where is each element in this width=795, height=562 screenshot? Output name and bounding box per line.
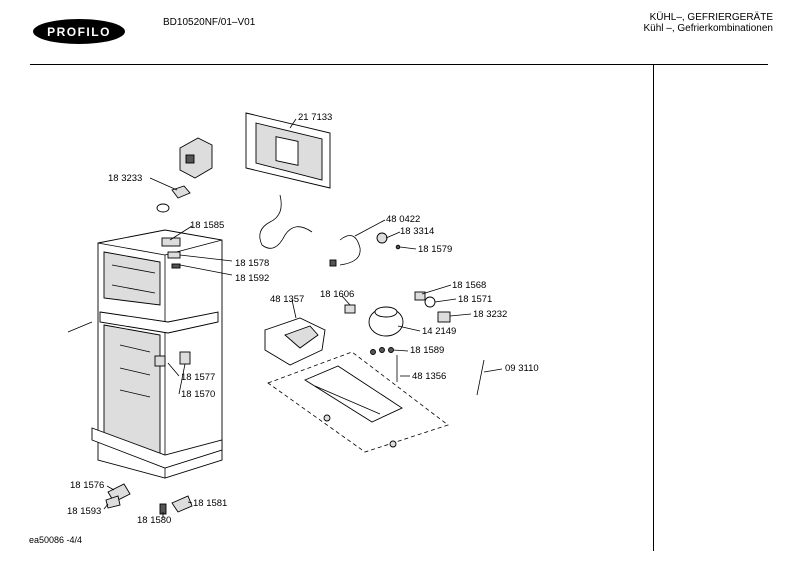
- label-093110: 09 3110: [505, 363, 539, 374]
- compressor-start-parts: [414, 291, 451, 323]
- label-181589: 18 1589: [410, 345, 444, 356]
- category-heading: KÜHL–, GEFRIERGERÄTE Kühl –, Gefrierkomb…: [643, 12, 773, 34]
- label-181593: 18 1593: [67, 506, 101, 517]
- label-481357: 48 1357: [270, 294, 304, 305]
- label-181571: 18 1571: [458, 294, 492, 305]
- footer-page-reference: ea50086 -4/4: [29, 535, 83, 545]
- leader-lines: [103, 118, 503, 518]
- fridge-cabinet: [91, 229, 223, 479]
- compressor-mount-tray: [264, 317, 326, 366]
- lamp-holder-part: [156, 185, 191, 213]
- category-line-1: KÜHL–, GEFRIERGERÄTE: [649, 12, 773, 23]
- relay-small-parts: [376, 232, 401, 250]
- label-181568: 18 1568: [452, 280, 486, 291]
- label-181592: 18 1592: [235, 273, 269, 284]
- label-142149: 14 2149: [422, 326, 456, 337]
- label-183314: 18 3314: [400, 226, 434, 237]
- category-line-2: Kühl –, Gefrierkombinationen: [643, 23, 773, 34]
- label-181606: 18 1606: [320, 289, 354, 300]
- compressor: [368, 306, 404, 355]
- label-181577: 18 1577: [181, 372, 215, 383]
- control-housing: [179, 137, 213, 179]
- clamp-part: [344, 304, 356, 314]
- evaporator-back-panel: [245, 112, 331, 189]
- bottom-hinge-parts: [105, 483, 193, 515]
- label-181570: 18 1570: [181, 389, 215, 400]
- label-181585: 18 1585: [190, 220, 224, 231]
- document-id: BD10520NF/01–V01: [163, 17, 256, 28]
- label-183232: 18 3232: [473, 309, 507, 320]
- label-217133: 21 7133: [298, 112, 332, 123]
- compressor-base-plate: [267, 351, 449, 453]
- header-divider: [30, 64, 768, 65]
- filter-drier: [476, 359, 485, 396]
- label-183233: 18 3233: [108, 173, 142, 184]
- brand-logo-text: PROFILO: [47, 24, 111, 39]
- label-181579: 18 1579: [418, 244, 452, 255]
- label-181580: 18 1580: [137, 515, 171, 526]
- heater-wire-part: [259, 194, 361, 267]
- label-480422: 48 0422: [386, 214, 420, 225]
- label-181578: 18 1578: [235, 258, 269, 269]
- label-481356: 48 1356: [412, 371, 446, 382]
- side-screw: [67, 321, 93, 333]
- label-181581: 18 1581: [193, 498, 227, 509]
- side-column-divider: [653, 64, 654, 551]
- label-181576: 18 1576: [70, 480, 104, 491]
- brand-logo: PROFILO: [33, 19, 125, 44]
